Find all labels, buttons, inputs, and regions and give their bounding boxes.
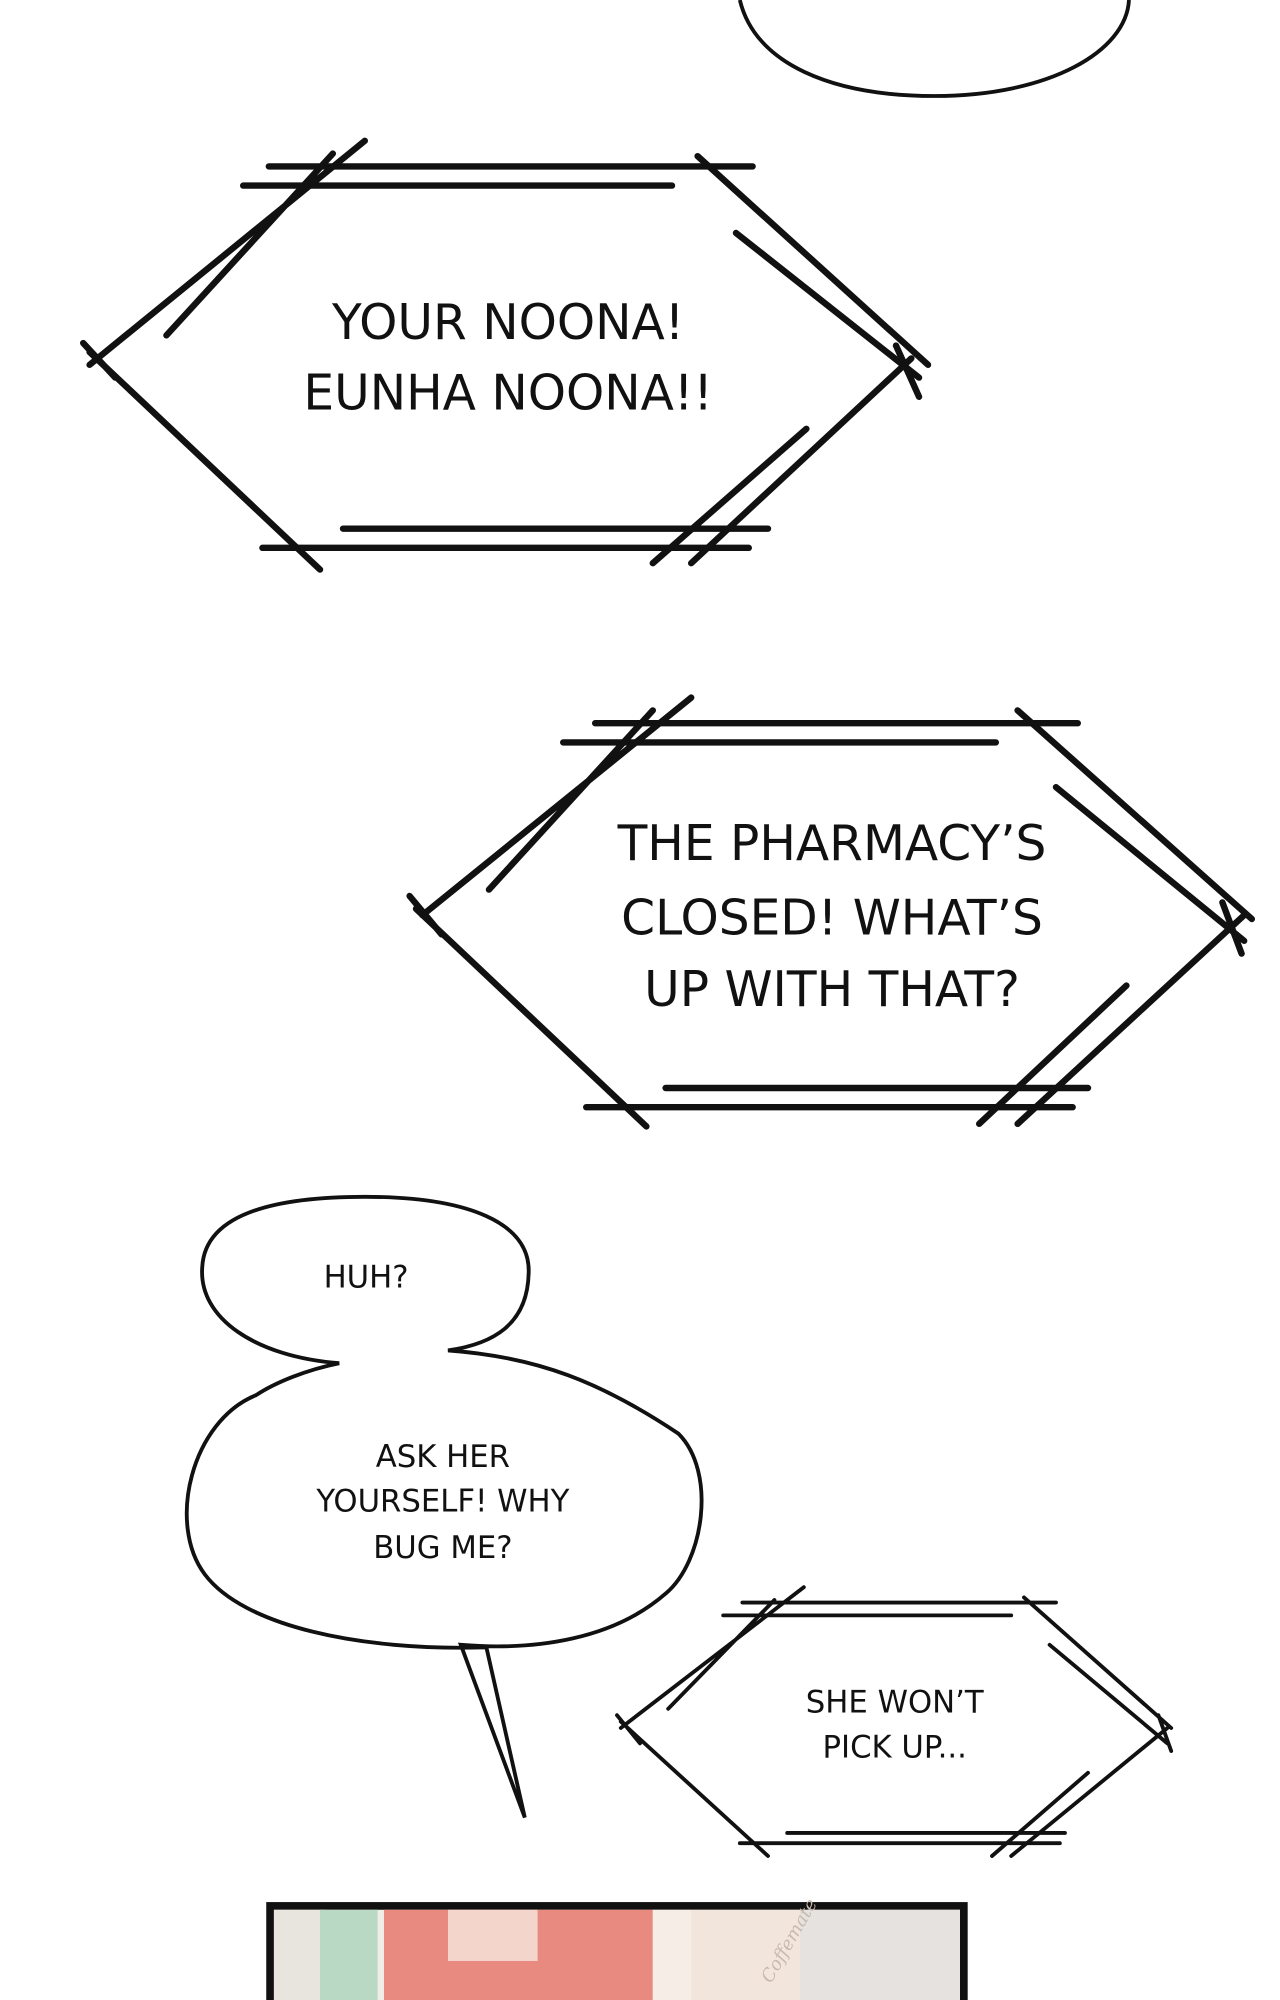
- bubble5-line2: PICK UP...: [822, 1729, 966, 1765]
- bubble2-line1: THE PHARMACY’S: [617, 816, 1047, 872]
- bubble4-line1: ASK HER: [376, 1439, 510, 1475]
- shout-bubble-2: THE PHARMACY’S CLOSED! WHAT’S UP WITH TH…: [406, 694, 1256, 1130]
- bubble4-line3: BUG ME?: [373, 1530, 512, 1566]
- bubble1-line1: YOUR NOONA!: [331, 295, 684, 351]
- bubble5-line1: SHE WON’T: [806, 1685, 984, 1721]
- partial-speech-bubble: [737, 0, 1131, 98]
- bubble1-line2: EUNHA NOONA!!: [303, 366, 713, 422]
- shout-bubble-3: SHE WON’T PICK UP...: [615, 1585, 1174, 1858]
- bubble3-line1: HUH?: [324, 1260, 409, 1296]
- bubble2-line2: CLOSED! WHAT’S: [621, 890, 1043, 946]
- bubble4-line2: YOURSELF! WHY: [315, 1484, 569, 1520]
- bubble2-line3: UP WITH THAT?: [644, 962, 1020, 1018]
- shout-bubble-1: YOUR NOONA! EUNHA NOONA!!: [80, 137, 932, 573]
- vending-machine-panel: Coffemate: [266, 1895, 968, 2000]
- speech-bubble-pair: HUH? ASK HER YOURSELF! WHY BUG ME?: [184, 1194, 704, 1819]
